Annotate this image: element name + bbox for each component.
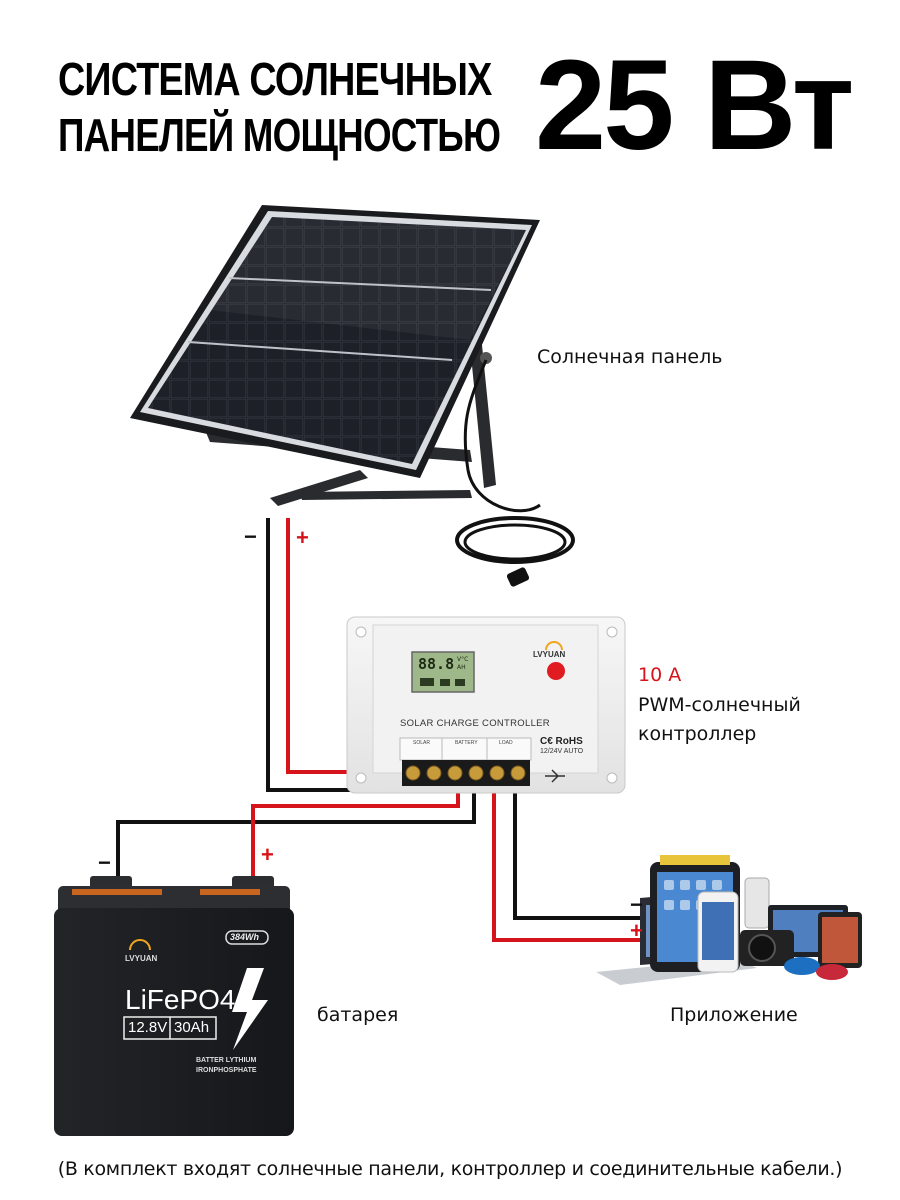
controller-lcd-unit-2: AH xyxy=(457,664,466,671)
battery-chemistry: LiFePO4 xyxy=(125,984,236,1015)
controller-label-line-2: контроллер xyxy=(638,723,757,745)
solar-panel-label: Солнечная панель xyxy=(537,346,723,368)
battery-plus-sign: + xyxy=(261,842,274,867)
title-line-1: СИСТЕМА СОЛНЕЧНЫХ xyxy=(58,53,492,105)
battery-label: батарея xyxy=(317,1004,399,1026)
power-rating: 25 Вт xyxy=(535,34,854,177)
controller-brand: LVYUAN xyxy=(533,650,566,659)
battery-minus-sign: − xyxy=(98,850,111,875)
controller-lcd-unit-1: V°C xyxy=(457,656,469,663)
controller-voltage: 12/24V AUTO xyxy=(540,748,584,755)
charge-controller xyxy=(346,616,626,794)
wire-load-negative xyxy=(513,785,645,920)
terminal-battery-label: BATTERY xyxy=(455,740,478,746)
controller-model: SOLAR CHARGE CONTROLLER xyxy=(400,718,550,729)
terminal-solar-label: SOLAR xyxy=(413,740,430,746)
controller-current-label: 10 A xyxy=(638,664,682,686)
battery-capacity-badge: 384Wh xyxy=(230,932,260,942)
footer-note: (В комплект входят солнечные панели, кон… xyxy=(57,1158,843,1180)
lifepo4-battery xyxy=(54,876,294,1136)
controller-lcd-value: 88.8 xyxy=(418,655,455,673)
title-line-2: ПАНЕЛЕЙ МОЩНОСТЬЮ xyxy=(58,109,501,161)
load-plus-sign: + xyxy=(630,918,643,943)
battery-voltage: 12.8V xyxy=(128,1019,168,1036)
battery-desc-1: BATTER LYTHIUM xyxy=(196,1057,257,1064)
battery-amp-hours: 30Ah xyxy=(174,1019,210,1036)
wire-battery-negative xyxy=(116,785,476,888)
panel-minus-sign: − xyxy=(244,524,257,549)
terminal-load-label: LOAD xyxy=(499,740,513,746)
panel-plus-sign: + xyxy=(296,525,309,550)
battery-desc-2: IRONPHOSPHATE xyxy=(196,1067,257,1074)
load-minus-sign: − xyxy=(630,892,643,917)
appliances-group xyxy=(596,855,862,985)
controller-cert: C€ RoHS xyxy=(540,736,583,747)
solar-panel xyxy=(130,205,575,587)
wire-battery-positive xyxy=(251,785,460,888)
battery-brand: LVYUAN xyxy=(125,954,158,963)
appliances-label: Приложение xyxy=(670,1004,798,1026)
wire-load-positive xyxy=(492,785,645,942)
controller-label-line-1: PWM-солнечный xyxy=(638,694,801,716)
